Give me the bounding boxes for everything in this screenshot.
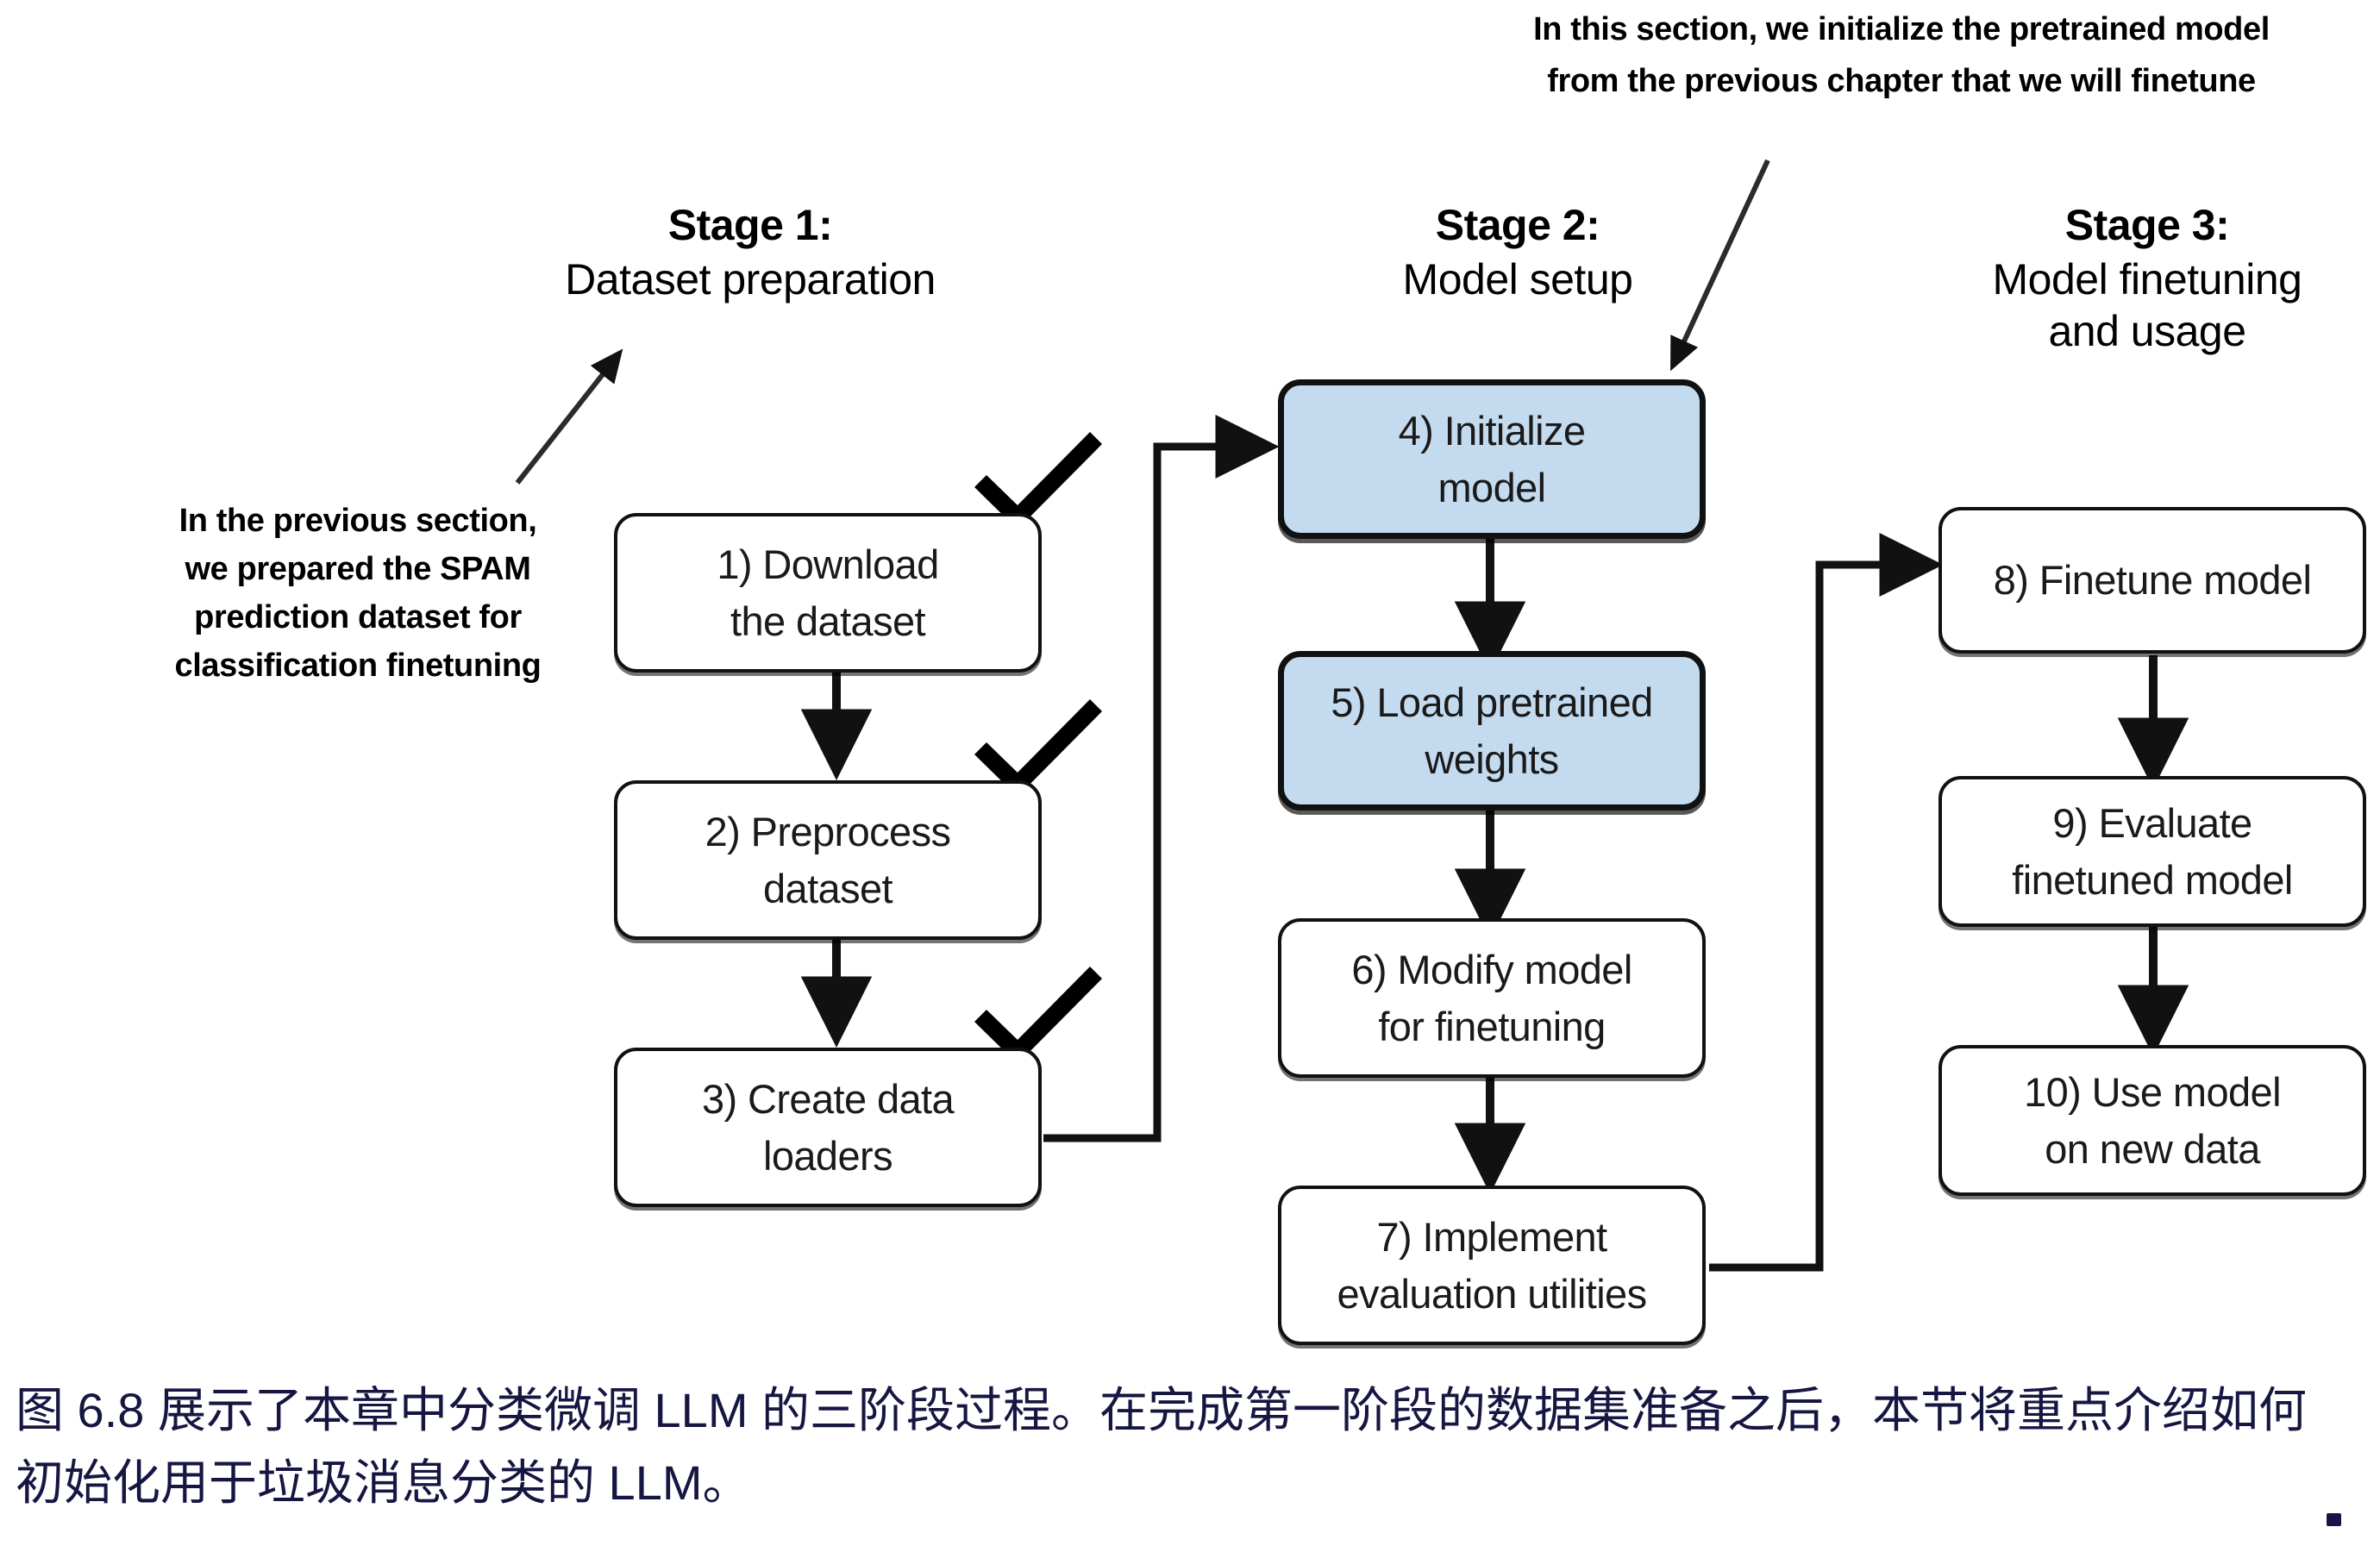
stage-2-title: Stage 2: (1435, 201, 1600, 249)
annotation-left-line4: classification finetuning (174, 648, 542, 684)
step-3-line1: 3) Create data (701, 1075, 955, 1122)
step-2-line2: dataset (763, 865, 893, 911)
step-3-line2: loaders (763, 1132, 893, 1179)
flow-box-step-7[interactable]: 7) Implement evaluation utilities (1278, 1186, 1706, 1345)
step-4-line2: model (1437, 464, 1546, 510)
flow-box-step-6[interactable]: 6) Modify model for finetuning (1278, 918, 1706, 1078)
step-6-line1: 6) Modify model (1351, 946, 1632, 992)
annotation-top-right-line1: In this section, we initialize the pretr… (1533, 11, 2270, 47)
checkmark-icon-step1 (974, 432, 1102, 529)
step-9-line2: finetuned model (2012, 856, 2293, 903)
annotation-top-right-line2: from the previous chapter that we will f… (1547, 63, 2256, 99)
step-10-line1: 10) Use model (2024, 1068, 2281, 1115)
flow-box-step-3[interactable]: 3) Create data loaders (614, 1048, 1042, 1207)
step-9-line1: 9) Evaluate (2052, 799, 2252, 846)
step-5-line2: weights (1425, 735, 1559, 782)
flow-box-step-2[interactable]: 2) Preprocess dataset (614, 780, 1042, 940)
caption-end-marker (2327, 1513, 2341, 1526)
stage-1-subtitle-line1: Dataset preparation (565, 255, 936, 304)
flow-box-step-1[interactable]: 1) Download the dataset (614, 513, 1042, 673)
caption-line2: 初始化用于垃圾消息分类的 LLM。 (16, 1455, 751, 1510)
step-1-line1: 1) Download (717, 541, 939, 587)
stage-3-subtitle-line2: and usage (2048, 307, 2246, 355)
step-8-line1: 8) Finetune model (1993, 557, 2312, 603)
flow-box-step-10[interactable]: 10) Use model on new data (1938, 1045, 2366, 1196)
step-4-line1: 4) Initialize (1398, 407, 1586, 454)
stage-2-subtitle-line1: Model setup (1402, 255, 1633, 304)
annotation-top-right: In this section, we initialize the pretr… (1466, 3, 2337, 107)
annotation-left-leader-arrow (515, 348, 623, 485)
annotation-left-line1: In the previous section, (178, 503, 537, 539)
annotation-left-line3: prediction dataset for (194, 599, 522, 635)
step-7-line1: 7) Implement (1376, 1213, 1607, 1260)
annotation-left-line2: we prepared the SPAM (185, 551, 531, 587)
step-2-line1: 2) Preprocess (705, 808, 951, 854)
annotation-left: In the previous section, we prepared the… (112, 497, 604, 690)
stage-3-title: Stage 3: (2064, 201, 2230, 249)
step-1-line2: the dataset (730, 598, 926, 644)
flow-box-step-4[interactable]: 4) Initialize model (1278, 379, 1706, 539)
step-10-line2: on new data (2045, 1125, 2260, 1172)
flow-box-step-8[interactable]: 8) Finetune model (1938, 507, 2366, 654)
arrow-stage2-to-stage3 (1709, 532, 1944, 1272)
stage-2-heading: Stage 2: Model setup (1276, 197, 1759, 305)
step-6-line2: for finetuning (1378, 1003, 1606, 1049)
step-7-line2: evaluation utilities (1337, 1270, 1648, 1317)
stage-1-title: Stage 1: (667, 201, 833, 249)
caption-line1: 图 6.8 展示了本章中分类微调 LLM 的三阶段过程。在完成第一阶段的数据集准… (16, 1383, 2308, 1437)
stage-1-heading: Stage 1: Dataset preparation (466, 197, 1035, 305)
step-5-line1: 5) Load pretrained (1331, 679, 1653, 725)
flow-box-step-9[interactable]: 9) Evaluate finetuned model (1938, 776, 2366, 927)
checkmark-icon-step3 (974, 967, 1102, 1064)
figure-caption: 图 6.8 展示了本章中分类微调 LLM 的三阶段过程。在完成第一阶段的数据集准… (16, 1374, 2364, 1519)
checkmark-icon-step2 (974, 699, 1102, 797)
stage-3-heading: Stage 3: Model finetuning and usage (1906, 197, 2380, 357)
flow-box-step-5[interactable]: 5) Load pretrained weights (1278, 651, 1706, 810)
stage-3-subtitle-line1: Model finetuning (1992, 255, 2302, 304)
